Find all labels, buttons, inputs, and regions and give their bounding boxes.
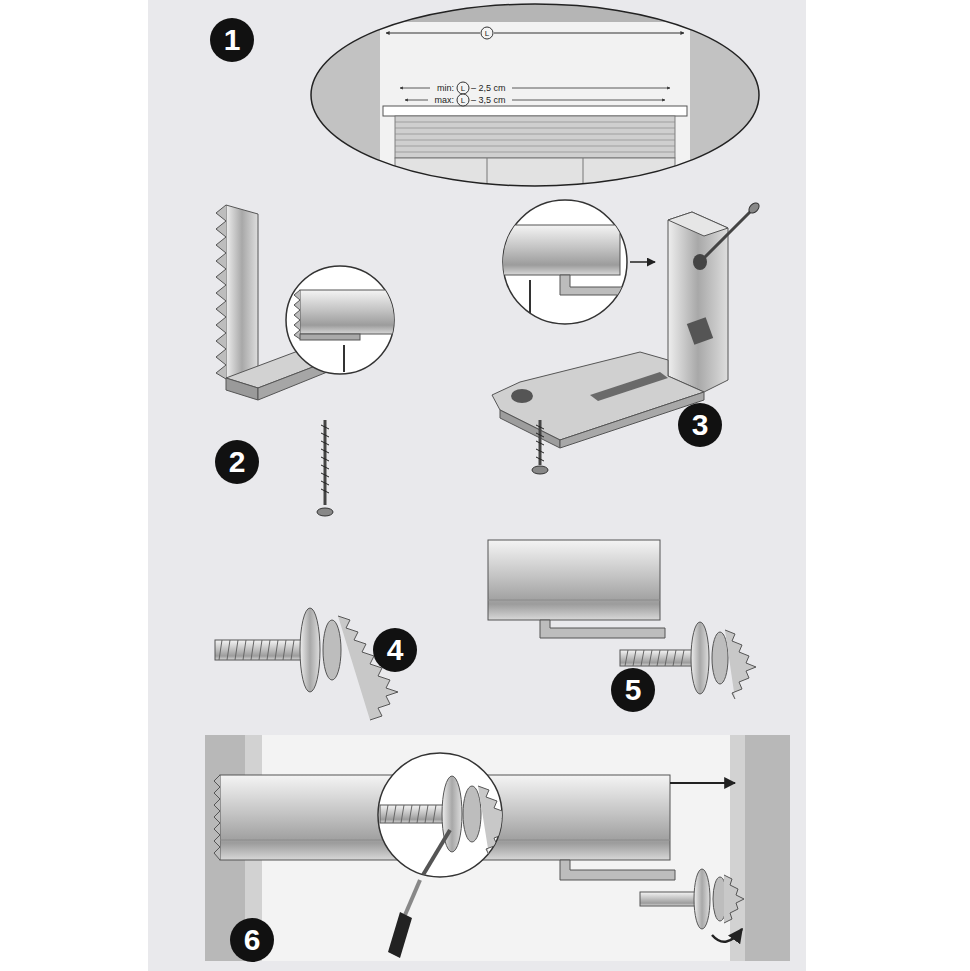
callout-number: 5 — [611, 668, 655, 712]
adjusting-bolt — [215, 608, 398, 720]
callout-number: 3 — [678, 403, 722, 447]
callout-number: 1 — [210, 18, 254, 62]
tension-bracket — [492, 200, 761, 474]
dimension-text: – 3,5 cm — [470, 95, 507, 106]
callout-number: 4 — [373, 628, 417, 672]
dimension-text: max: — [433, 95, 455, 106]
end-bracket — [216, 205, 400, 516]
callout-number: 2 — [215, 440, 259, 484]
callout-number: 6 — [230, 918, 274, 962]
dimension-text: – 2,5 cm — [470, 83, 507, 94]
dimension-text: min: — [436, 83, 455, 94]
dimension-symbol: L — [481, 27, 494, 40]
mounted-rail — [205, 735, 790, 961]
dimension-symbol: L — [457, 94, 470, 107]
page-ground — [148, 0, 806, 971]
recess-view — [300, 0, 780, 200]
